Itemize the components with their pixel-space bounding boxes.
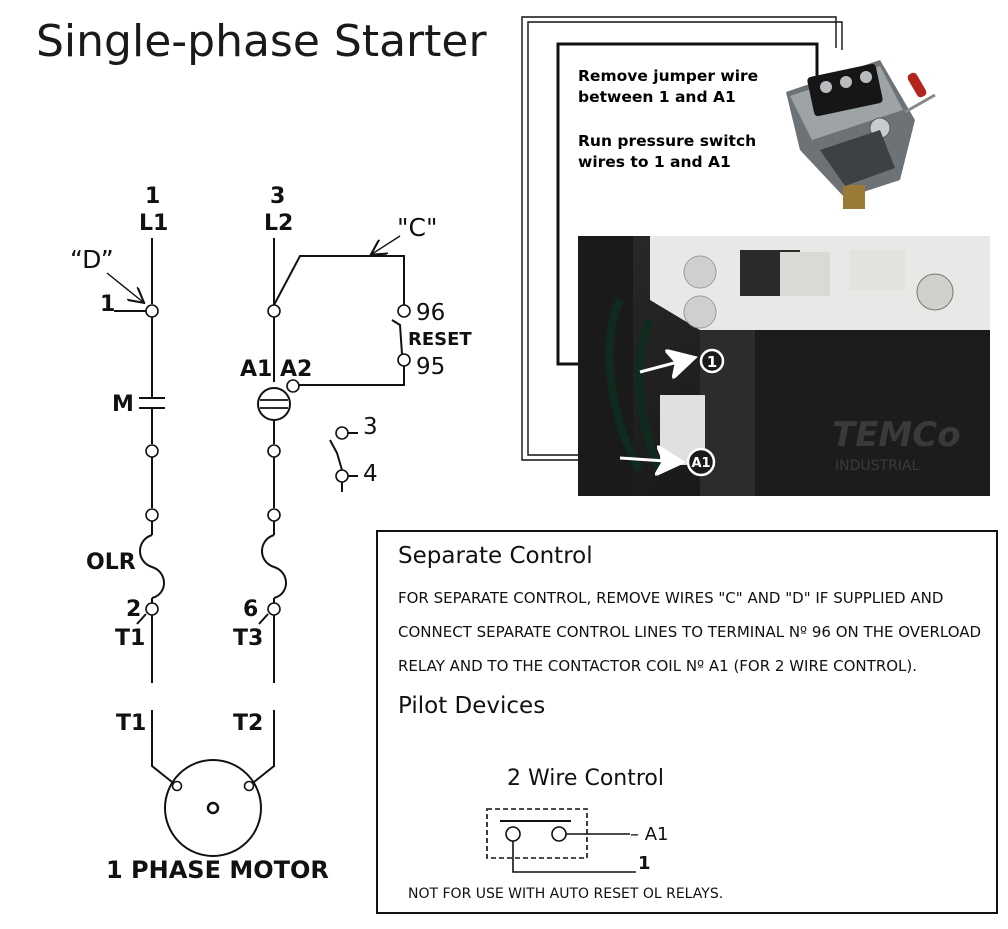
installation-photo-area: Remove jumper wire between 1 and A1 Run … (521, 16, 990, 496)
l2-terminal-top (267, 304, 281, 318)
aux-terminal-3 (335, 426, 349, 440)
t3-leader (258, 613, 269, 625)
pilot-1-label: 1 (638, 853, 651, 874)
wire-c-label: "C" (397, 213, 437, 242)
terminal-96 (397, 304, 411, 318)
olr-label: OLR (86, 550, 136, 575)
separate-control-line-2: CONNECT SEPARATE CONTROL LINES TO TERMIN… (398, 623, 981, 641)
aux-contact-blade (329, 439, 343, 471)
motor-terminal-t1 (171, 780, 183, 792)
terminal-1-marker-label: 1 (707, 353, 717, 371)
pilot-devices-heading: Pilot Devices (398, 693, 545, 719)
two-wire-control-heading: 2 Wire Control (507, 766, 664, 791)
pilot-terminal-left (505, 826, 521, 842)
m-contact-label: M (112, 392, 134, 417)
terminal-1 (145, 304, 159, 318)
wire-d-arrow (106, 272, 143, 302)
reset-label: RESET (408, 329, 472, 350)
contactor-coil (257, 387, 291, 421)
wire-c (273, 255, 405, 306)
pilot-a1-label: – A1 (630, 824, 669, 845)
motor-shaft (206, 801, 220, 815)
l1-name-label: L1 (139, 211, 168, 236)
terminal-96-label: 96 (416, 300, 445, 326)
motor-lead-t2 (248, 710, 275, 787)
terminal-1-label: 1 (100, 292, 115, 317)
l1-number-label: 1 (145, 184, 160, 209)
watermark-subtitle: INDUSTRIAL (835, 458, 920, 474)
switch-wire-a1-inner (527, 21, 843, 456)
terminal-2-t1 (145, 602, 159, 616)
contactor-photo: TEMCo INDUSTRIAL 1 A1 (578, 236, 990, 496)
instruction-line-1: Remove jumper wire (578, 67, 758, 85)
wire-95-to-a2 (299, 366, 405, 386)
motor-t2-label: T2 (233, 711, 263, 736)
t1-name-label: T1 (115, 626, 145, 651)
t1-number-label: 2 (126, 597, 141, 622)
separate-control-line-3: RELAY AND TO THE CONTACTOR COIL Nº A1 (F… (398, 657, 917, 675)
instruction-line-3: Run pressure switch (578, 132, 756, 150)
olr-heater-l2 (261, 534, 287, 599)
reset-contact-blade (391, 319, 403, 355)
instruction-line-4: wires to 1 and A1 (578, 153, 731, 171)
terminal-95 (397, 353, 411, 367)
t1-leader (136, 613, 147, 625)
terminal-a1-marker-label: A1 (691, 456, 710, 471)
motor-terminal-t2 (243, 780, 255, 792)
separate-control-heading: Separate Control (398, 543, 593, 569)
wire-d-label: “D” (70, 245, 114, 274)
terminal-95-label: 95 (416, 354, 445, 380)
l2-number-label: 3 (270, 184, 285, 209)
separate-control-line-1: FOR SEPARATE CONTROL, REMOVE WIRES "C" A… (398, 589, 943, 607)
terminal-a2 (286, 379, 300, 393)
terminal-1-marker (699, 348, 725, 374)
motor-lead-t1 (151, 710, 178, 787)
watermark-logo: TEMCo (832, 415, 961, 455)
a1-a2-label: A1 A2 (240, 357, 312, 382)
l2-terminal-olr-top (267, 508, 281, 522)
pilot-terminal-right (551, 826, 567, 842)
t3-name-label: T3 (233, 626, 263, 651)
arrow-to-terminal-a1 (619, 458, 681, 462)
olr-heater-l1 (139, 534, 165, 599)
aux-3-label: 3 (363, 414, 378, 440)
t3-number-label: 6 (243, 597, 258, 622)
page-title: Single-phase Starter (36, 16, 487, 67)
arrow-to-terminal-1 (639, 358, 693, 372)
l1-terminal-olr-top (145, 508, 159, 522)
instruction-line-2: between 1 and A1 (578, 88, 736, 106)
l2-terminal-mid (267, 444, 281, 458)
motor-t1-label: T1 (116, 711, 146, 736)
motor-label: 1 PHASE MOTOR (106, 856, 329, 884)
pressure-switch-image (786, 60, 936, 209)
l1-terminal-mid (145, 444, 159, 458)
aux-4-label: 4 (363, 461, 378, 487)
terminal-a1-marker (686, 447, 716, 477)
switch-wire-a1-outer (521, 16, 837, 461)
pilot-wire-1 (512, 841, 636, 873)
aux-terminal-4 (335, 469, 349, 483)
l2-name-label: L2 (264, 211, 293, 236)
schematic: 1 L1 3 L2 M OLR 2 T1 “D” 1 (70, 184, 472, 884)
wire-c-arrow (372, 235, 401, 254)
separate-control-box: Separate Control FOR SEPARATE CONTROL, R… (376, 530, 998, 914)
terminal-6-t3 (267, 602, 281, 616)
auto-reset-warning: NOT FOR USE WITH AUTO RESET OL RELAYS. (408, 886, 723, 902)
